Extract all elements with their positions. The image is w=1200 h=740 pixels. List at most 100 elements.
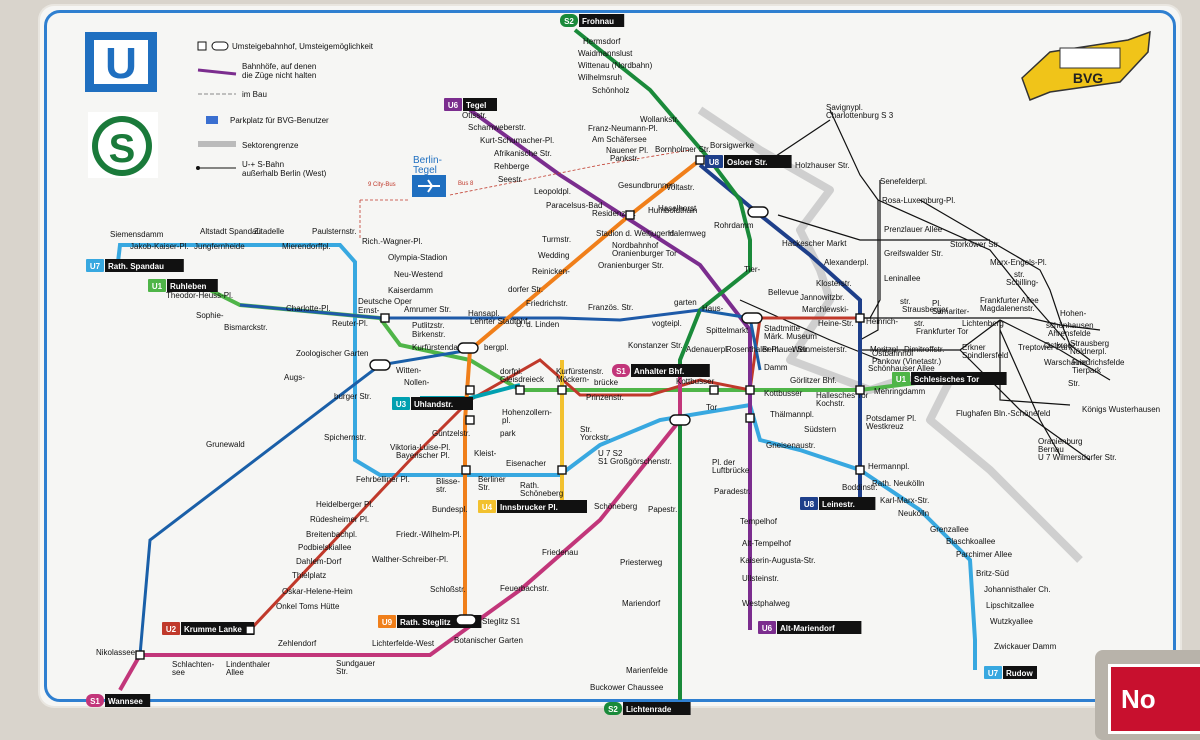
station-label: Frankfurter Allee [980, 296, 1039, 305]
station-label: Schöneberg [520, 489, 563, 498]
station-label: Botanischer Garten [454, 636, 523, 645]
line-badge: U7 [988, 669, 999, 678]
line-u6 [468, 108, 752, 630]
line-badge: U2 [166, 625, 177, 634]
legend-item-1: Bahnhöfe, auf denen [242, 62, 316, 71]
station-label: Haus- [702, 304, 724, 313]
station-label: Rich.-Wagner-Pl. [362, 237, 423, 246]
station-label: Gneisenaustr. [766, 441, 815, 450]
line-badge: S2 [608, 705, 618, 714]
station-label: Greifswalder Str. [884, 249, 943, 258]
legend-item-3: im Bau [242, 90, 267, 99]
station-label: Britz-Süd [976, 569, 1009, 578]
station-label: Kottbusser [764, 389, 803, 398]
bvg-logo-text: BVG [1073, 70, 1103, 86]
station-label: vogteipl. [652, 319, 682, 328]
station-label: Deutsche Oper [358, 297, 412, 306]
station-label: Kurfürstenstr. [556, 367, 604, 376]
station-label: Gleisdreieck [500, 375, 545, 384]
interchange-marker [747, 206, 769, 218]
interchange-marker [245, 625, 255, 635]
station-label: Str. [478, 483, 490, 492]
interchange-marker [557, 385, 567, 395]
station-label: Friedenau [542, 548, 578, 557]
east-network [739, 109, 1111, 461]
station-label: Olympia-Stadion [388, 253, 447, 262]
station-label: Nöldnerpl. [1070, 347, 1106, 356]
station-label: Fehrbelliner Pl. [356, 475, 410, 484]
station-label: Rehberge [494, 162, 530, 171]
station-label: Jannowitzbr. [800, 293, 844, 302]
line-u2 [248, 316, 860, 632]
station-label: Rath. Neukölln [872, 479, 924, 488]
station-label: Storkower Str. [950, 240, 1000, 249]
station-label: str. [900, 297, 911, 306]
interchange-marker [465, 415, 475, 425]
u-bahn-logo: U [85, 32, 157, 92]
station-label: Magdalenenstr. [980, 304, 1035, 313]
station-label: Grunewald [206, 440, 245, 449]
station-label: Kurfürstendamm [412, 343, 471, 352]
station-label: Nollen- [404, 378, 430, 387]
station-label: garten [674, 298, 697, 307]
station-label: Marx-Engels-Pl. [990, 258, 1047, 267]
station-label: Oranienburg [1038, 437, 1082, 446]
station-label: Leopoldpl. [534, 187, 571, 196]
background-red-sign: No [1108, 664, 1200, 734]
station-label: Warschauer [1044, 358, 1087, 367]
station-label: Onkel Toms Hütte [276, 602, 340, 611]
station-label: Birkenstr. [412, 330, 445, 339]
station-label: Möckern- [556, 375, 590, 384]
station-label: Pankow (Vinetastr.) [872, 357, 942, 366]
station-label: Pl. [932, 299, 941, 308]
station-label: Ostbahnhof [872, 349, 914, 358]
station-label: Sundgauer [336, 659, 375, 668]
station-label: Tier- [744, 265, 760, 274]
station-label: Borsigwerke [710, 141, 755, 150]
station-label: Westkreuz [866, 422, 904, 431]
airport-bus8: Bus 8 [458, 181, 474, 187]
station-label: Friedrichsfelde [1072, 358, 1125, 367]
station-label: Prenzlauer Allee [884, 225, 943, 234]
station-label: Breitenbachpl. [306, 530, 357, 539]
bvg-logo: BVG [1021, 30, 1151, 101]
station-label: str. [436, 485, 447, 494]
station-label: Damm [764, 363, 788, 372]
legend-item-2: die Züge nicht halten [242, 71, 316, 80]
s-logo-letter: S [109, 127, 136, 171]
station-label: Theodor-Heuss-Pl. [166, 291, 233, 300]
terminal-label: Tegel [466, 101, 486, 110]
station-label: Neukölln [898, 509, 929, 518]
station-label: Görlitzer Bhf. [790, 376, 837, 385]
line-badge: U8 [804, 500, 815, 509]
station-label: Haselhorst [658, 204, 697, 213]
station-label: Altstadt Spandau [200, 227, 261, 236]
station-label: Witten- [396, 366, 422, 375]
line-badge: U3 [396, 400, 407, 409]
station-label: Stadtmitte [764, 324, 801, 333]
interchange-marker [380, 313, 390, 323]
station-label: Schönholz [592, 86, 629, 95]
station-label: Spittelmarkt [706, 326, 749, 335]
station-label: Kottbusser [676, 377, 715, 386]
station-label: Frankfurter Tor [916, 327, 969, 336]
station-label: Seestr. [498, 175, 523, 184]
airport-name-2: Tegel [413, 165, 437, 176]
station-label: Siemensdamm [110, 230, 164, 239]
station-label: Jungfernheide [194, 242, 245, 251]
station-label: burger Str. [334, 392, 371, 401]
line-s3-west [239, 303, 701, 322]
station-label: Lehrter Stadtbhf. [470, 317, 530, 326]
station-label: Kleist- [474, 449, 497, 458]
station-label: Südstern [804, 425, 836, 434]
station-label: Priesterweg [620, 558, 662, 567]
station-label: Lichtenberg [962, 319, 1004, 328]
station-label: Lichterfelde-West [372, 639, 435, 648]
station-label: Paradestr. [714, 487, 750, 496]
station-label: Str. [580, 425, 592, 434]
station-label: Hackescher Markt [782, 239, 847, 248]
